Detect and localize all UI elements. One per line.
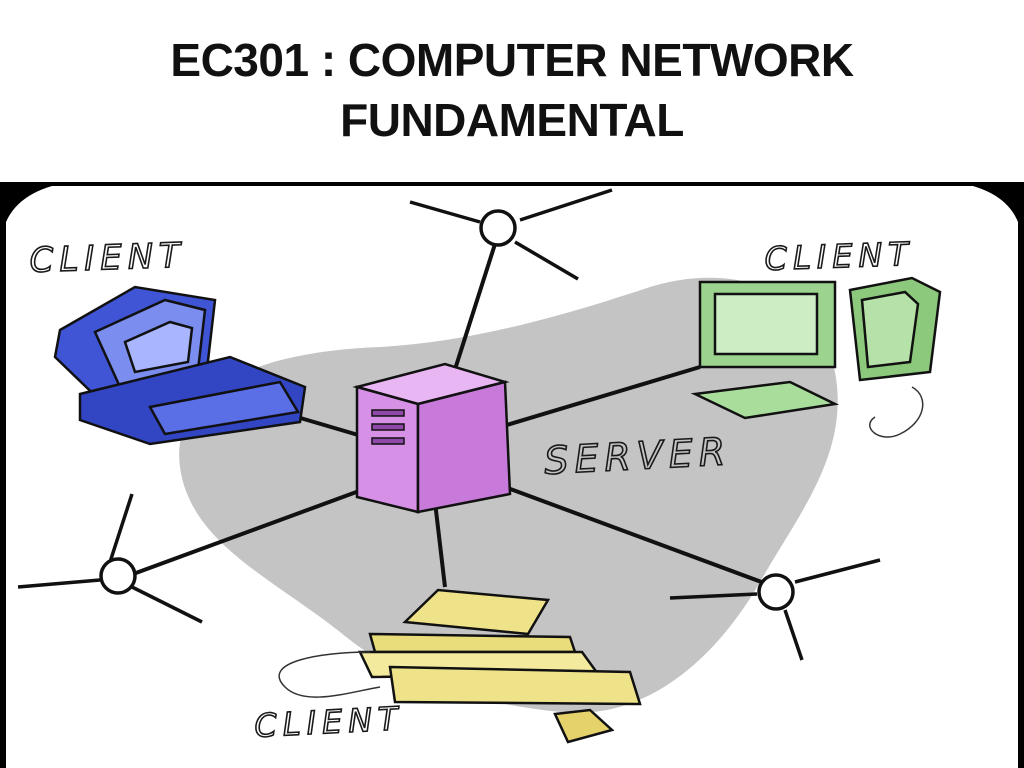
client-label-top-right: CLIENT	[764, 235, 915, 278]
client-computer-right-icon	[690, 276, 942, 438]
network-node-right	[669, 558, 881, 661]
image-frame	[0, 182, 1024, 768]
network-node-top	[409, 188, 613, 281]
server-tower-icon	[352, 362, 512, 514]
title-line-2: FUNDAMENTAL	[340, 94, 684, 146]
client-computer-bottom-icon	[278, 588, 642, 744]
slide-title: EC301 : COMPUTER NETWORK FUNDAMENTAL	[0, 30, 1024, 150]
server-label: SERVER	[543, 429, 732, 483]
client-server-diagram: CLIENT CLIENT SERVER CLIENT	[0, 182, 1024, 768]
client-label-top-left: CLIENT	[29, 236, 187, 281]
client-computer-left-icon	[53, 285, 307, 446]
network-node-left	[17, 493, 203, 624]
title-line-1: EC301 : COMPUTER NETWORK	[170, 34, 854, 86]
client-label-bottom: CLIENT	[253, 699, 404, 745]
